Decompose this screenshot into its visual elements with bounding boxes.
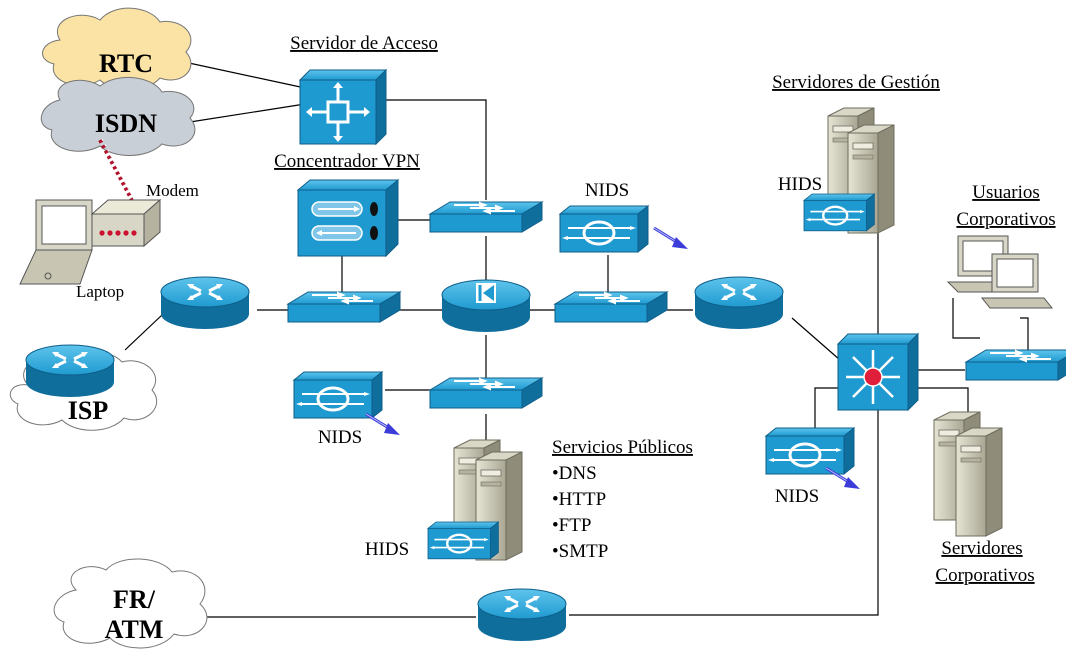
- isdn-label: ISDN: [95, 109, 157, 138]
- alert-arrow-icon-top: [652, 226, 690, 251]
- router-icon-internal: [693, 275, 785, 331]
- rtc-label: RTC: [99, 49, 153, 78]
- fratm-label-line2: ATM: [105, 615, 164, 644]
- service-dns: •DNS: [552, 463, 597, 484]
- hids-mgmt-label: HIDS: [778, 174, 822, 195]
- laptop-icon: [19, 199, 93, 285]
- switch-icon-left: [287, 291, 401, 323]
- corporate-servers-label-line1: Servidores: [941, 538, 1022, 559]
- modem-dialup-link: [98, 139, 134, 201]
- hids-public-label: HIDS: [365, 539, 409, 560]
- switch-icon-upper: [429, 201, 543, 233]
- nids-right-label: NIDS: [775, 486, 819, 507]
- isp-label: ISP: [68, 396, 109, 425]
- service-ftp: •FTP: [552, 515, 591, 536]
- rtc-cloud: RTC: [42, 7, 192, 90]
- corporate-servers-label-line2: Corporativos: [935, 565, 1034, 586]
- service-smtp: •SMTP: [552, 541, 608, 562]
- router-icon-fratm: [476, 587, 568, 643]
- access-server-label: Servidor de Acceso: [290, 33, 438, 54]
- nids-top-label: NIDS: [585, 180, 629, 201]
- corporate-users-label-line2: Corporativos: [956, 209, 1055, 230]
- service-http: •HTTP: [552, 489, 606, 510]
- access-server-icon: [298, 68, 388, 146]
- laptop-label: Laptop: [76, 282, 124, 301]
- router-icon-border: [159, 275, 251, 331]
- alert-arrow-icon-left: [364, 412, 402, 437]
- hids-icon-mgmt: [802, 192, 876, 233]
- firewall-icon: [441, 279, 531, 332]
- management-servers-label: Servidores de Gestión: [772, 72, 940, 93]
- nids-left-label: NIDS: [318, 427, 362, 448]
- vpn-concentrator-label: Concentrador VPN: [274, 151, 420, 172]
- nids-sensor-icon-left: [292, 370, 384, 420]
- multilayer-switch-icon: [836, 332, 920, 412]
- switch-icon-users: [965, 349, 1066, 381]
- modem-icon: [90, 198, 162, 248]
- corporate-users-label-line1: Usuarios: [972, 182, 1040, 203]
- hids-icon-public: [426, 520, 500, 560]
- switch-icon-right: [554, 291, 668, 323]
- server-icon-corp-front: [955, 427, 1003, 537]
- switch-icon-dmz: [429, 377, 543, 409]
- workstation-icon-front: [980, 253, 1054, 309]
- fratm-cloud: FR/ ATM: [53, 558, 208, 649]
- public-services-label: Servicios Públicos: [552, 437, 693, 458]
- fratm-label-line1: FR/: [113, 585, 156, 614]
- nids-sensor-icon-right: [764, 426, 856, 476]
- modem-label: Modem: [146, 181, 199, 200]
- router-icon-isp: [24, 343, 116, 399]
- nids-sensor-icon-top: [558, 204, 650, 254]
- vpn-concentrator-icon: [296, 178, 400, 258]
- isdn-cloud: ISDN: [40, 76, 196, 156]
